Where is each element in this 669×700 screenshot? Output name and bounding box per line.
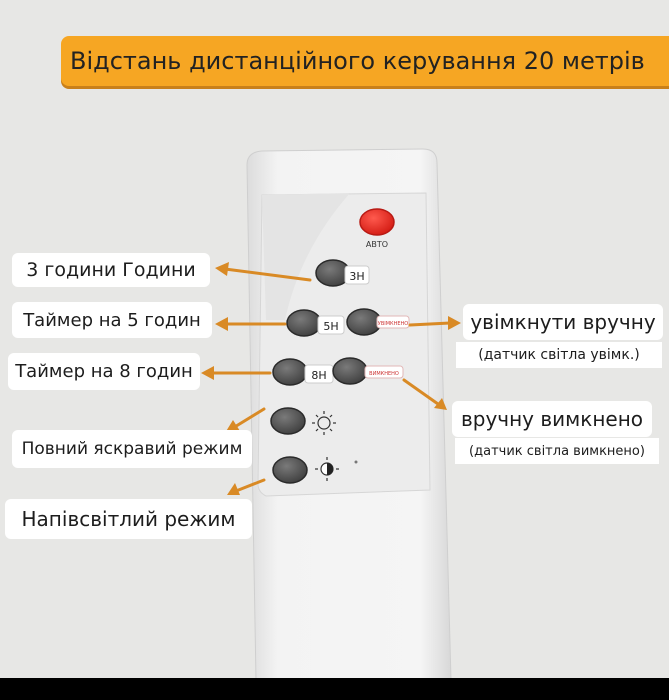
auto-button (359, 208, 395, 236)
label-timer-5: Таймер на 5 годин (12, 302, 212, 338)
button-manual-on (346, 308, 382, 336)
title-text: Відстань дистанційного керування 20 метр… (70, 47, 645, 75)
label-3-hours-text: 3 години Години (26, 259, 196, 281)
button-on-label: УВІМКНЕНО (378, 321, 408, 327)
label-manual-on-text: увімкнути вручну (470, 310, 656, 334)
label-full-bright: Повний яскравий режим (12, 430, 252, 468)
note-manual-off: (датчик світла вимкнено) (455, 438, 659, 464)
button-5h (286, 309, 322, 337)
note-manual-on-text: (датчик світла увімк.) (478, 347, 640, 363)
label-timer-8: Таймер на 8 годин (8, 353, 200, 390)
button-8h (272, 358, 308, 386)
button-3h-label: 3H (349, 270, 364, 283)
button-5h-label: 5H (323, 320, 338, 333)
button-half-light (272, 456, 308, 484)
bottom-bar (0, 678, 669, 700)
label-full-bright-text: Повний яскравий режим (21, 439, 243, 459)
label-timer-5-text: Таймер на 5 годин (23, 309, 201, 331)
pointer-arrows (201, 262, 461, 495)
label-manual-on: увімкнути вручну (463, 304, 663, 340)
button-full-bright (270, 407, 306, 435)
label-half-light: Напівсвітлий режим (5, 499, 252, 539)
title-banner: Відстань дистанційного керування 20 метр… (61, 36, 669, 86)
note-manual-on: (датчик світла увімк.) (456, 342, 662, 368)
label-timer-8-text: Таймер на 8 годин (15, 361, 193, 382)
label-manual-off-text: вручну вимкнено (460, 407, 644, 431)
label-half-light-text: Напівсвітлий режим (21, 507, 236, 531)
label-manual-off: вручну вимкнено (452, 401, 652, 437)
note-manual-off-text: (датчик світла вимкнено) (469, 443, 645, 459)
auto-label: АВТО (366, 240, 388, 249)
label-3-hours: 3 години Години (12, 253, 210, 287)
button-8h-label: 8H (311, 369, 326, 382)
button-manual-off (332, 357, 368, 385)
half-brightness-icon (315, 457, 339, 481)
sun-icon (312, 411, 336, 435)
button-off-label: ВИМКНЕНО (369, 371, 399, 377)
